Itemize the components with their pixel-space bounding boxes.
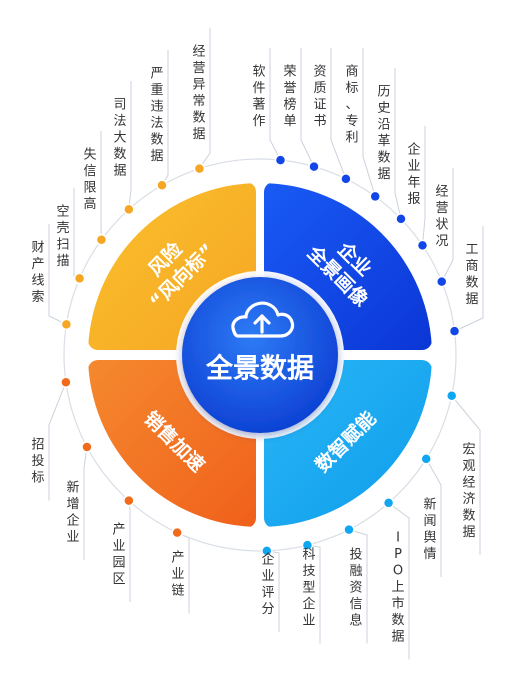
ring-dot (95, 234, 108, 246)
ring-dot (301, 539, 314, 551)
item-label: 历史沿革数据 (377, 85, 390, 183)
item-label: 新增企业 (66, 480, 79, 546)
leader-line (441, 168, 454, 282)
ring-dot (343, 523, 355, 536)
ring-dot (171, 526, 183, 539)
ring-dot (193, 162, 206, 175)
center-title: 全景数据 (205, 353, 314, 385)
ring-dots (60, 154, 461, 557)
leader-line (48, 382, 67, 501)
item-label: 失信限高 (83, 148, 96, 213)
leader-line (83, 446, 88, 560)
item-label: 产业园区 (112, 523, 125, 588)
ring-dot (308, 160, 320, 173)
leader-line (128, 81, 132, 210)
leader-line (48, 224, 67, 325)
item-label: 投融资信息 (349, 547, 362, 629)
item-label: 企业评分 (261, 552, 274, 618)
leader-line (421, 126, 426, 246)
leader-line (73, 188, 80, 279)
item-label: 科技型企业 (302, 548, 315, 629)
leader-line (394, 68, 402, 219)
ring-dot (445, 390, 458, 402)
item-label: 招投标 (31, 438, 44, 486)
item-label: 经营异常数据 (192, 45, 205, 143)
ring-dot (123, 203, 135, 216)
ring-dot (420, 453, 432, 465)
item-label: 新闻舆情 (423, 497, 436, 563)
item-label: 商标、专利 (345, 65, 358, 146)
outer-ring (63, 158, 457, 552)
ring-dot (340, 173, 352, 185)
item-label: 资质证书 (313, 65, 326, 130)
leader-line (425, 458, 442, 577)
ring-dot (261, 545, 273, 557)
leader-line (388, 502, 410, 660)
item-label: 空壳扫描 (56, 205, 69, 270)
ring-dot (416, 239, 429, 252)
leader-line (269, 48, 281, 161)
leader-line (199, 28, 211, 169)
leader-line (362, 48, 376, 197)
item-label: 荣誉榜单 (283, 65, 296, 130)
ring-dot (123, 494, 135, 507)
ring-dot (395, 213, 407, 225)
leader-line (454, 226, 484, 332)
cloud-upload-icon (231, 301, 295, 338)
ring-dot (274, 154, 287, 166)
item-label: 严重违法数据 (150, 67, 163, 165)
ring-dot (369, 190, 381, 203)
item-label: 产业链 (171, 551, 184, 599)
item-label: 经营状况 (435, 185, 448, 250)
item-label: 工商数据 (465, 243, 478, 308)
ring-dot (156, 179, 168, 192)
leader-line (348, 529, 368, 644)
ring-dot (73, 272, 86, 285)
item-label: 企业年报 (407, 142, 420, 208)
center-hub: 全景数据 (176, 271, 344, 439)
ring-dot (81, 441, 93, 453)
ring-dot (60, 318, 73, 331)
ring-dot (448, 325, 461, 337)
leader-line (330, 48, 347, 180)
ring-dot (60, 376, 72, 389)
leader-line (128, 500, 131, 602)
leader-line (300, 48, 315, 167)
ring-dot (435, 275, 448, 288)
center-disc (182, 277, 338, 433)
item-label: 司法大数据 (113, 98, 126, 179)
item-label: 宏观经济数据 (462, 443, 475, 541)
leader-line (451, 395, 481, 555)
ring-dot (382, 497, 395, 509)
item-label: 软件著作 (252, 65, 265, 130)
item-label: 财产线索 (31, 241, 44, 306)
